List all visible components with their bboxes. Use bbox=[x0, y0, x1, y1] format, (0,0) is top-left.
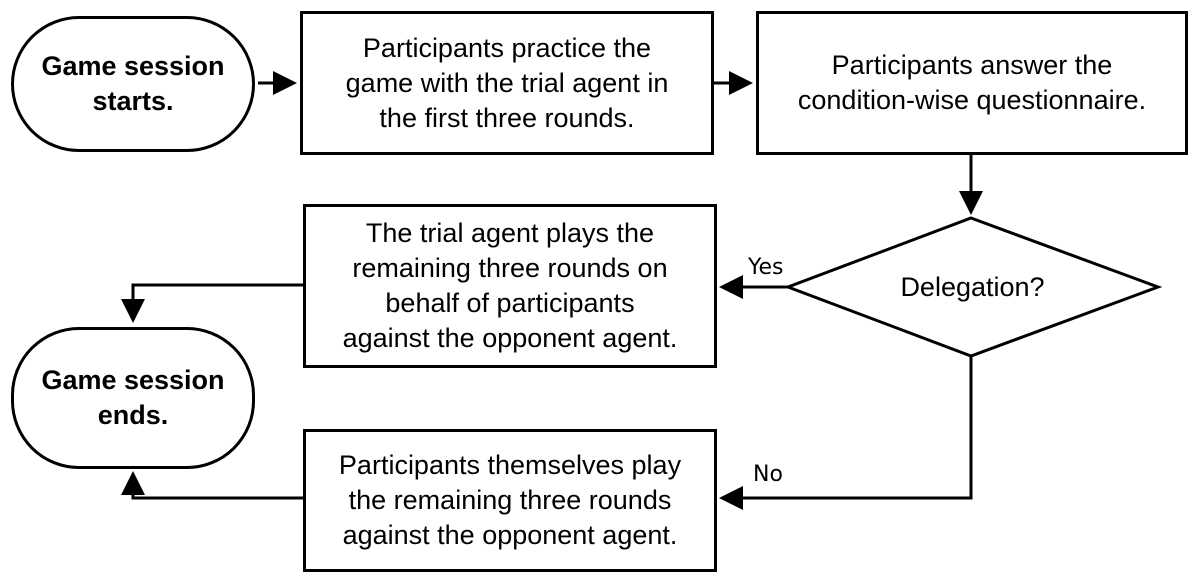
practice-box: Participants practice the game with the … bbox=[300, 11, 714, 155]
questionnaire-label: Participants answer the condition-wise q… bbox=[797, 50, 1147, 115]
edge-delegate-to-end bbox=[121, 283, 303, 323]
start-terminal: Game session starts. bbox=[11, 16, 255, 152]
no-edge-label: No bbox=[753, 462, 783, 487]
selfplay-label: Participants themselves play the remaini… bbox=[338, 450, 682, 550]
yes-edge-label: Yes bbox=[748, 255, 784, 280]
end-terminal: Game session ends. bbox=[11, 327, 255, 469]
delegate-box: The trial agent plays the remaining thre… bbox=[303, 204, 717, 368]
edge-selfplay-to-end bbox=[121, 471, 303, 500]
end-label: Game session ends. bbox=[41, 365, 225, 430]
selfplay-box: Participants themselves play the remaini… bbox=[303, 429, 717, 572]
practice-label: Participants practice the game with the … bbox=[345, 32, 669, 133]
delegate-label: The trial agent plays the remaining thre… bbox=[342, 218, 678, 353]
edge-decision-no bbox=[719, 356, 973, 510]
decision-label: Delegation? bbox=[900, 271, 1045, 302]
start-label: Game session starts. bbox=[41, 51, 225, 116]
questionnaire-box: Participants answer the condition-wise q… bbox=[756, 11, 1188, 155]
